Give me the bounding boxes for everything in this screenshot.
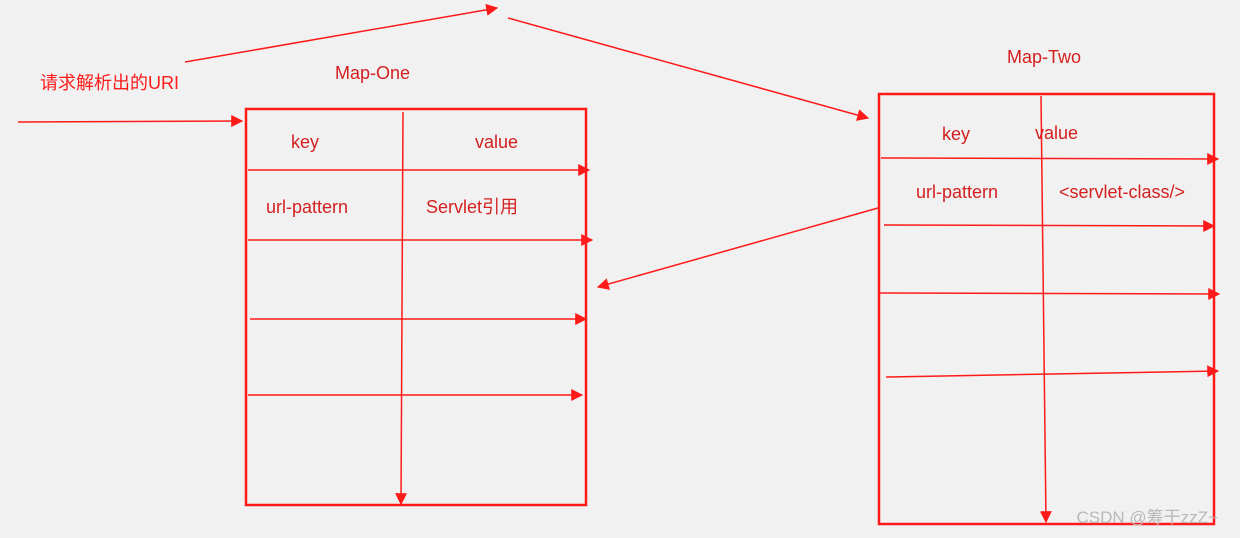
flow-arrow-up	[184, 3, 499, 63]
map-two-header-key: key	[942, 124, 970, 144]
map-two-row1-value: <servlet-class/>	[1059, 182, 1185, 202]
map-two-row1-key: url-pattern	[916, 182, 998, 202]
flow-arrow-to-map-two	[507, 17, 870, 121]
map-two-row-line	[883, 219, 1216, 232]
map-two-column-divider	[1039, 95, 1052, 524]
map-one-box	[244, 107, 588, 507]
map-two-row-line	[880, 152, 1220, 165]
map-one-column-divider	[395, 111, 408, 506]
map-one-title: Map-One	[335, 63, 410, 83]
map-two-row-line	[877, 287, 1221, 300]
map-two-row-line	[885, 365, 1220, 378]
map-two-box	[877, 92, 1216, 526]
map-one-header-key: key	[291, 132, 319, 152]
map-one-row1-value: Servlet引用	[426, 197, 518, 217]
incoming-arrow	[17, 115, 244, 128]
map-one-row1-key: url-pattern	[266, 197, 348, 217]
flow-arrow-back-to-map-one	[596, 207, 879, 290]
map-one-header-value: value	[475, 132, 518, 152]
map-two-title: Map-Two	[1007, 47, 1081, 67]
uri-label: 请求解析出的URI	[40, 73, 179, 93]
watermark: CSDN @筹干zzZ~	[1076, 508, 1218, 527]
map-two-header-value: value	[1035, 123, 1078, 143]
